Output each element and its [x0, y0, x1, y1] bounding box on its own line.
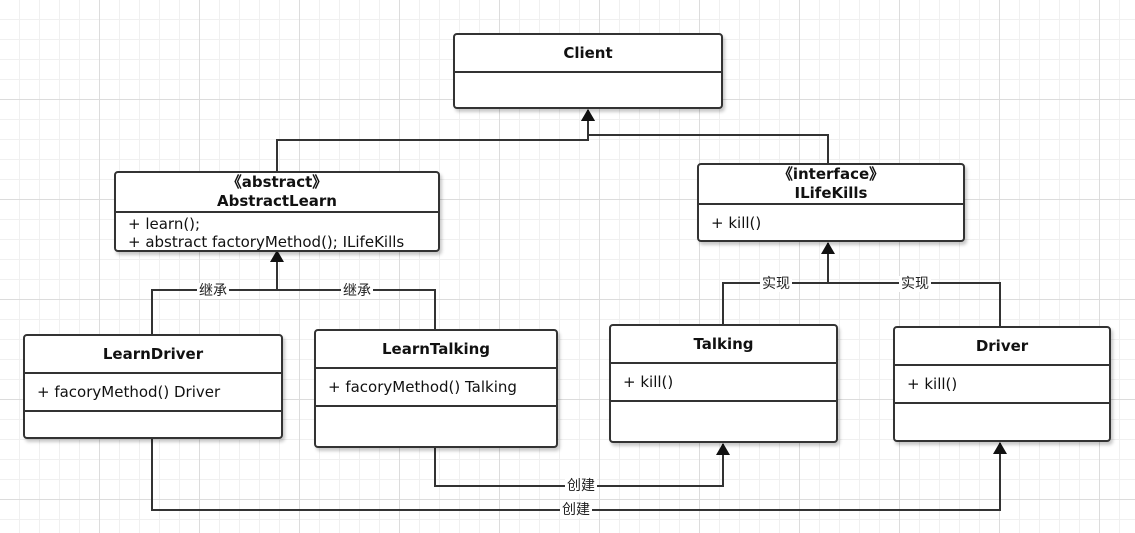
implement-label: 实现	[760, 276, 792, 292]
inheritance-learntalking	[277, 289, 436, 330]
class-stereotype: 《interface》	[777, 165, 885, 183]
class-driver[interactable]: Driver + kill()	[893, 326, 1111, 442]
class-learn-talking[interactable]: LearnTalking + facoryMethod() Talking	[314, 329, 558, 448]
association-ilifekills-client	[581, 109, 829, 163]
class-member: + kill()	[623, 373, 674, 391]
create-learndriver-driver	[151, 439, 1007, 511]
class-ilife-kills[interactable]: 《interface》 ILifeKills + kill()	[697, 163, 965, 242]
class-header: Client	[455, 35, 721, 73]
class-member: + kill()	[711, 213, 762, 232]
class-stereotype: 《abstract》	[226, 173, 328, 191]
class-name: AbstractLearn	[217, 192, 337, 210]
class-learn-driver[interactable]: LearnDriver + facoryMethod() Driver	[23, 334, 283, 439]
class-name: Talking	[693, 334, 754, 353]
class-header: 《abstract》 AbstractLearn	[116, 173, 438, 213]
association-abstractlearn-client	[276, 109, 595, 171]
class-member: + facoryMethod() Talking	[328, 378, 517, 396]
class-members: + kill()	[699, 205, 963, 240]
class-talking[interactable]: Talking + kill()	[609, 324, 838, 443]
class-header: Talking	[611, 326, 836, 364]
class-member: + facoryMethod() Driver	[37, 383, 221, 401]
class-name: Client	[563, 43, 613, 62]
class-name: Driver	[975, 336, 1029, 355]
class-name: LearnTalking	[381, 339, 491, 358]
class-members: + learn(); + abstract factoryMethod(); I…	[116, 213, 438, 251]
inherit-label: 继承	[197, 283, 229, 299]
class-members: + facoryMethod() Driver	[25, 374, 281, 412]
implement-label: 实现	[899, 276, 931, 292]
class-members: + kill()	[895, 366, 1109, 404]
class-member: + kill()	[907, 375, 958, 393]
class-header: 《interface》 ILifeKills	[699, 165, 963, 205]
class-header: LearnTalking	[316, 331, 556, 369]
class-abstract-learn[interactable]: 《abstract》 AbstractLearn + learn(); + ab…	[114, 171, 440, 252]
class-header: Driver	[895, 328, 1109, 366]
class-members: + kill()	[611, 364, 836, 402]
implementation-driver	[828, 282, 1001, 326]
create-label: 创建	[565, 478, 597, 494]
class-client[interactable]: Client	[453, 33, 723, 109]
class-name: LearnDriver	[102, 344, 204, 363]
inherit-label: 继承	[341, 283, 373, 299]
class-member: + learn();	[128, 214, 201, 233]
create-label: 创建	[560, 502, 592, 518]
class-header: LearnDriver	[25, 336, 281, 374]
class-name: ILifeKills	[794, 184, 868, 202]
class-member: + abstract factoryMethod(); ILifeKills	[128, 232, 405, 251]
class-members: + facoryMethod() Talking	[316, 369, 556, 407]
